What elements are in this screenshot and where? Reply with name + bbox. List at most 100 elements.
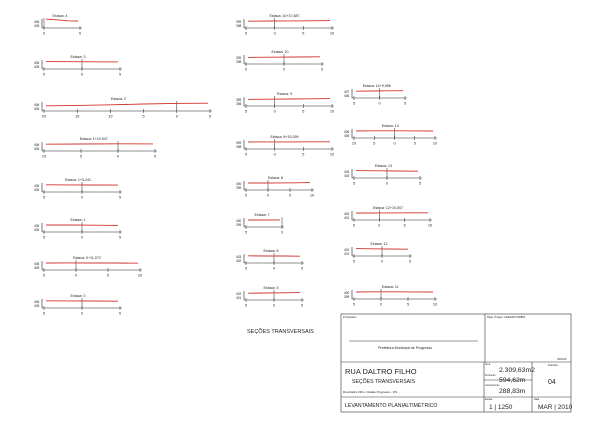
tick-label: 0 — [273, 304, 275, 308]
tick-label: 5 — [143, 115, 145, 119]
elevation-label: 405 — [34, 107, 40, 111]
location: Rua Daltro Filho, Cidade Progresso - RS — [343, 390, 397, 394]
date-label: Data — [534, 398, 540, 401]
section-title: Estaca: 12 — [371, 242, 388, 246]
elevation-label: 406 — [34, 184, 40, 188]
perimeter-value: 594,62m — [499, 377, 526, 384]
tick-label: 10 — [108, 115, 112, 119]
tick-label: 5 — [302, 32, 304, 36]
elevation-label: 400 — [236, 219, 242, 223]
elevation-label: 402 — [236, 292, 242, 296]
elevation-label: 406 — [34, 224, 40, 228]
section-title: Estaca: 8+15,269 — [270, 135, 298, 139]
elevation-label: 406 — [344, 94, 350, 98]
drawing-subtitle: SEÇÕES TRANSVERSAIS — [352, 378, 416, 385]
tick-label: 0 — [117, 155, 119, 159]
section-title: Estaca: 5 — [264, 286, 279, 290]
elevation-label: 406 — [34, 262, 40, 266]
tick-label: 5 — [353, 224, 355, 228]
tick-label: 0 — [281, 231, 283, 235]
tick-label: 5 — [245, 68, 247, 72]
tick-label: 5 — [119, 312, 121, 316]
tick-label: 5 — [245, 32, 247, 36]
tick-label: 5 — [353, 102, 355, 106]
elevation-label: 402 — [236, 259, 242, 263]
tick-label: 5 — [302, 110, 304, 114]
elevation-label: 398 — [236, 145, 242, 149]
elevation-label: 403 — [344, 174, 350, 178]
tick-label: 5 — [289, 194, 291, 198]
tick-label: 5 — [245, 110, 247, 114]
tick-label: 5 — [321, 68, 323, 72]
length-value: 288,83m — [499, 388, 526, 395]
owner-label: Proprietário — [343, 315, 357, 319]
elevation-label: 404 — [344, 170, 350, 174]
tick-label: 5 — [302, 153, 304, 157]
section-title: Estaca: 14+9,956 — [363, 84, 391, 88]
elevation-label: 406 — [34, 61, 40, 65]
elevation-label: 401 — [236, 296, 242, 300]
tick-label: 0 — [274, 32, 276, 36]
elevation-label: 400 — [344, 291, 350, 295]
tick-label: 0 — [43, 32, 45, 36]
tick-label: 0 — [378, 102, 380, 106]
tick-label: 0 — [81, 196, 83, 200]
tick-label: 5 — [353, 303, 355, 307]
section-title: Estaca: 1+5,241 — [65, 178, 91, 182]
section-title: Estaca: 0+11,072 — [73, 256, 101, 260]
tick-label: 10 — [138, 274, 142, 278]
area-label: Área — [485, 363, 491, 366]
tick-label: 0 — [75, 274, 77, 278]
tick-label: 20 — [42, 115, 46, 119]
tick-label: 10 — [330, 153, 334, 157]
date-small: 03/2010 — [557, 357, 567, 361]
tick-label: 5 — [407, 303, 409, 307]
terrain-profile — [355, 248, 409, 250]
section-title: Estaca: 0 — [71, 294, 86, 298]
elevation-label: 405 — [344, 134, 350, 138]
terrain-profile — [45, 102, 209, 107]
tick-label: 5 — [79, 32, 81, 36]
responsible-label: Resp. Projeto: CREA/RS 096866 — [487, 315, 526, 319]
tick-label: 0 — [386, 182, 388, 186]
tick-label: 0 — [274, 110, 276, 114]
tick-label: 0 — [380, 303, 382, 307]
title-block: Proprietário Prefeitura Municipal de Pro… — [340, 313, 573, 413]
sheet-caption: SEÇÕES TRANSVERSAIS — [247, 328, 314, 335]
section-title: Estaca: 1+10,947 — [80, 137, 108, 141]
terrain-profile — [45, 18, 79, 22]
tick-label: 5 — [209, 115, 211, 119]
scale-label: Escala — [485, 398, 493, 401]
sheet-label: Prancha — [548, 363, 558, 367]
tick-label: 5 — [414, 142, 416, 146]
tick-label: 0 — [176, 115, 178, 119]
elevation-label: 398 — [236, 60, 242, 64]
terrain-profile — [247, 292, 301, 294]
elevation-label: 398 — [236, 102, 242, 106]
tick-label: 5 — [245, 153, 247, 157]
terrain-profile — [247, 56, 321, 58]
tick-label: 5 — [154, 155, 156, 159]
sheet-number: 04 — [548, 379, 556, 386]
elevation-label: 399 — [344, 295, 350, 299]
date-value: MAR | 2010 — [538, 404, 573, 411]
section-title: Estaca: 6 — [264, 249, 279, 253]
elevation-label: 401 — [344, 252, 350, 256]
elevation-label: 399 — [236, 98, 242, 102]
elevation-label: 406 — [34, 300, 40, 304]
tick-label: 0 — [81, 236, 83, 240]
tick-label: 0 — [273, 267, 275, 271]
section-title: Estaca: 10+37,687 — [269, 14, 299, 18]
length-label: Comprimento — [485, 384, 500, 387]
